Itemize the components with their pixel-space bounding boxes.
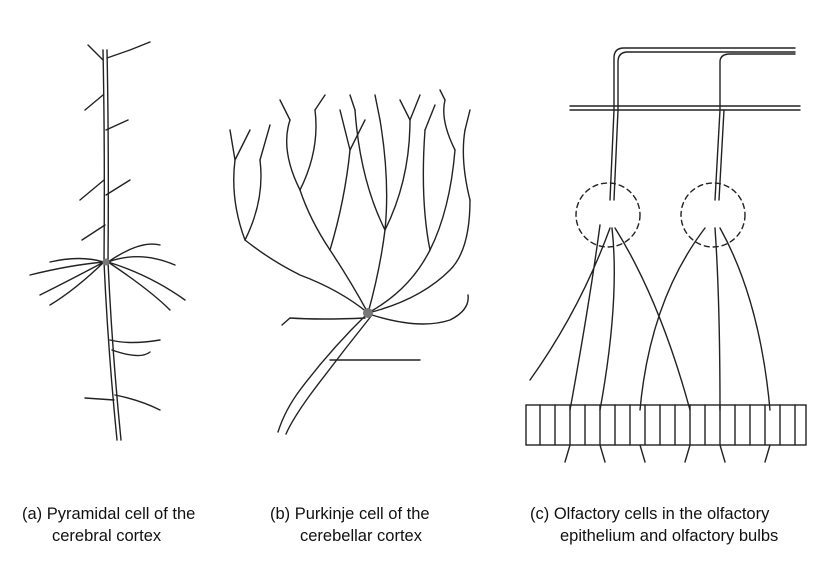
caption-purkinje: (b) Purkinje cell of the cerebellar cort… [270,503,430,547]
caption-line: epithelium and olfactory bulbs [560,527,779,545]
purkinje-cell-drawing [229,89,471,435]
caption-pyramidal: (a) Pyramidal cell of the cerebral corte… [22,503,195,547]
purkinje-soma [363,308,373,318]
glomerulus-circle-right [680,182,746,248]
caption-line: (b) Purkinje cell of the [270,505,430,523]
pyramidal-cell-drawing [29,41,186,441]
caption-line: (a) Pyramidal cell of the [22,505,196,523]
pyramidal-soma [102,258,110,266]
caption-line: cerebellar cortex [300,527,422,545]
caption-line: (c) Olfactory cells in the olfactory [530,505,770,523]
caption-line: cerebral cortex [52,527,162,545]
caption-olfactory: (c) Olfactory cells in the olfactory epi… [530,503,778,547]
olfactory-cells-drawing [525,47,807,463]
olfactory-epithelium [525,404,807,446]
glomerulus-circle-left [575,182,641,248]
